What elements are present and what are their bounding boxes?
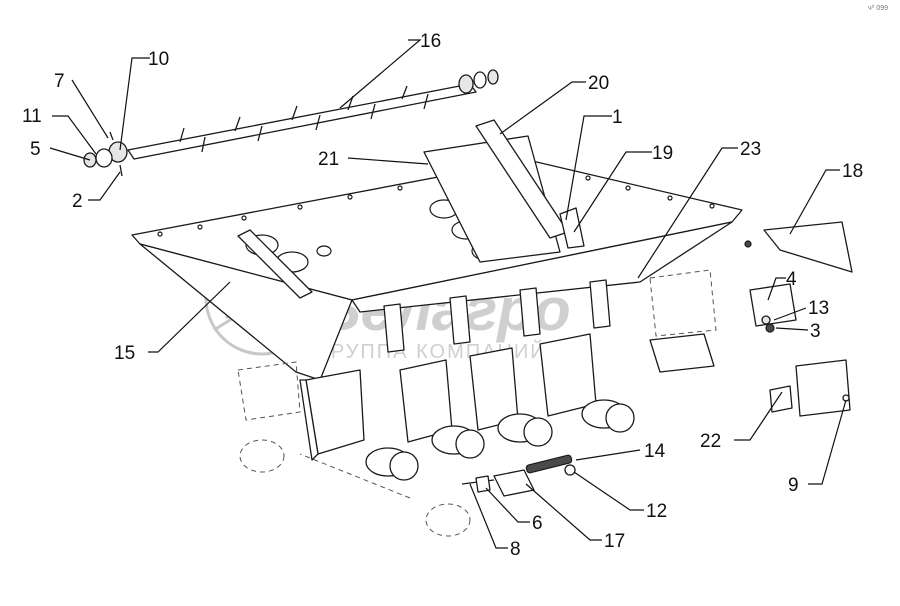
callout-15: 15 [114,343,135,364]
leader-11 [52,115,97,155]
callout-23: 23 [740,139,761,160]
callout-13: 13 [808,298,829,319]
leader-18 [789,169,840,235]
leader-14 [575,449,641,461]
leader-8 [469,483,508,549]
leader-7 [71,79,109,139]
leader-2 [88,171,121,201]
metering-unit [469,347,553,447]
leader-22 [734,391,783,441]
callout-2: 2 [72,191,83,212]
part-17-lever [493,469,535,497]
callout-labels: 10 7 11 5 2 16 20 1 19 21 23 18 4 13 3 1… [22,31,863,560]
leader-12 [573,471,644,511]
leader-13 [773,307,807,321]
slide-plate [649,333,715,373]
callout-9: 9 [788,475,799,496]
callout-1: 1 [612,107,623,128]
hopper-body [131,119,743,381]
left-bearing-set [83,131,128,177]
leader-21 [347,157,429,165]
callout-21: 21 [318,149,339,170]
corner-code: ч⁰ 099 [868,4,888,12]
callout-6: 6 [532,513,543,534]
unit-mounting-brackets [383,279,611,353]
part-14-spring [525,454,573,474]
baffle-left [237,229,313,299]
leader-1 [565,115,612,221]
shaft-assembly [83,69,499,177]
leader-16 [339,39,422,109]
shaft-end-bearings [458,69,499,94]
part-18-nut [744,240,752,248]
leader-5 [49,147,91,161]
callout-8: 8 [510,539,521,560]
leader-lines [49,39,847,549]
leader-10 [119,57,150,151]
part-18-bracket [763,221,853,273]
leader-6 [485,487,530,523]
callout-20: 20 [588,73,609,94]
callout-19: 19 [652,143,673,164]
callout-18: 18 [842,161,863,182]
part-12-pin [564,464,576,476]
callout-5: 5 [30,139,41,160]
leader-19 [573,151,652,233]
callout-11: 11 [22,106,42,127]
callout-10: 10 [148,49,169,70]
leader-9 [808,399,847,485]
callout-16: 16 [420,31,441,52]
metering-unit [399,359,485,459]
metering-unit [539,333,635,433]
callout-7: 7 [54,71,65,92]
metering-units [299,279,635,481]
leader-3 [775,327,809,331]
callout-12: 12 [646,501,667,522]
hopper-rim-holes [157,175,715,237]
callout-17: 17 [604,531,625,552]
part-3-nut [765,323,775,333]
part-22-hinge [769,385,793,413]
callout-14: 14 [644,441,666,462]
leader-15 [148,281,231,353]
part-22-plate [795,359,851,417]
leader-4 [767,277,786,301]
leader-23 [637,147,738,279]
part-13-washer [761,315,771,325]
metering-unit [299,369,419,481]
part-4-plate [749,283,797,327]
callout-4: 4 [786,269,797,290]
hidden-line-parts [237,269,717,537]
callout-3: 3 [810,321,821,342]
callout-22: 22 [700,431,721,452]
leader-20 [499,81,586,135]
leader-17 [525,483,602,541]
